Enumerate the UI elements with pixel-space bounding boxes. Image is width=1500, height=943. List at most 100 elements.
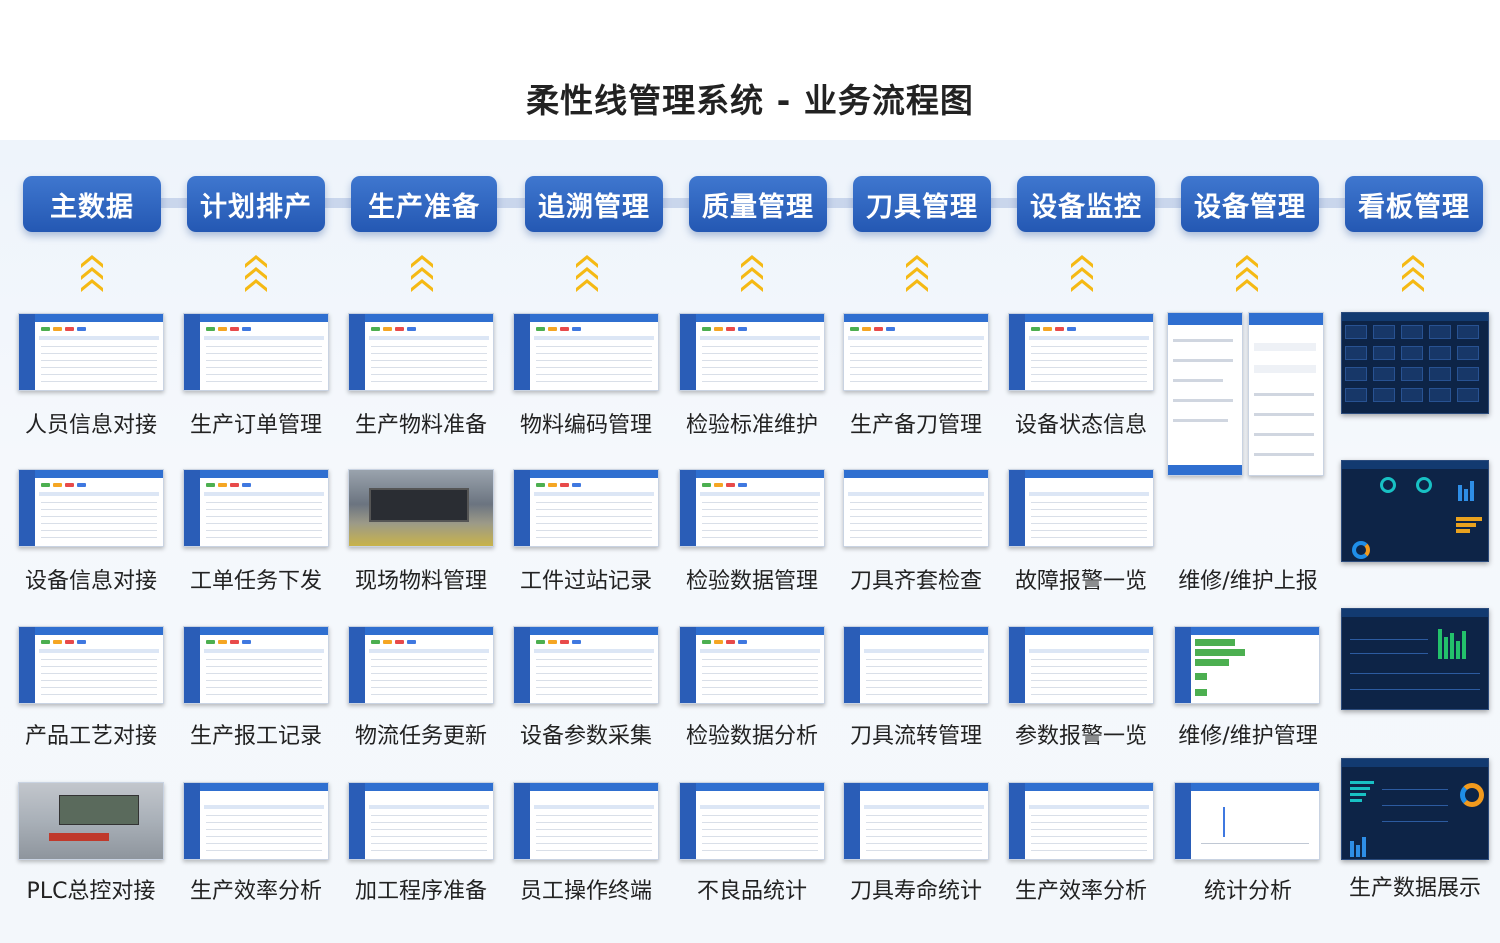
dashboard-cell: [1401, 388, 1423, 402]
dashboard-cell: [1373, 367, 1395, 381]
up-chevron-icon: [1402, 255, 1424, 292]
dashboard-cell: [1429, 346, 1451, 360]
function-caption: 参数报警一览: [1014, 724, 1147, 749]
screenshot-thumbnail: [513, 626, 659, 704]
dashboard-cell: [1401, 367, 1423, 381]
screenshot-thumbnail: [18, 469, 164, 547]
function-caption: 工件过站记录: [519, 569, 652, 594]
function-caption: 设备状态信息: [1014, 413, 1147, 438]
screenshot-thumbnail: [348, 782, 494, 860]
function-caption: 物料编码管理: [519, 413, 652, 438]
dashboard-cell: [1429, 325, 1451, 339]
function-caption: 员工操作终端: [519, 879, 652, 904]
dashboard-screenshot-2: [1341, 460, 1489, 562]
screenshot-thumbnail: [183, 469, 329, 547]
module-quality[interactable]: 质量管理: [689, 176, 827, 232]
dashboard-cell: [1401, 346, 1423, 360]
up-chevron-icon: [741, 255, 763, 292]
function-caption: 现场物料管理: [354, 569, 487, 594]
screenshot-thumbnail: [843, 626, 989, 704]
dashboard-screenshot-4: [1341, 758, 1489, 860]
up-chevron-icon: [1236, 255, 1258, 292]
screenshot-thumbnail: [843, 469, 989, 547]
function-caption: 维修/维护管理: [1178, 724, 1318, 749]
mobile-screenshot-detail: [1248, 312, 1324, 476]
dashboard-cell: [1373, 325, 1395, 339]
function-caption: 刀具寿命统计: [849, 879, 982, 904]
function-caption: 统计分析: [1203, 879, 1292, 904]
screenshot-thumbnail: [513, 313, 659, 391]
function-caption: 生产物料准备: [354, 413, 487, 438]
screenshot-thumbnail: [18, 626, 164, 704]
module-traceability[interactable]: 追溯管理: [525, 176, 663, 232]
dashboard-cell: [1429, 367, 1451, 381]
screenshot-thumbnail: [1008, 626, 1154, 704]
screenshot-thumbnail: [348, 626, 494, 704]
module-equipment-mgmt[interactable]: 设备管理: [1181, 176, 1319, 232]
module-tool[interactable]: 刀具管理: [853, 176, 991, 232]
up-chevron-icon: [81, 255, 103, 292]
function-caption: 不良品统计: [696, 879, 807, 904]
screenshot-stat-analysis: [1174, 782, 1320, 860]
function-caption: 设备信息对接: [24, 569, 157, 594]
function-caption: 生产报工记录: [189, 724, 322, 749]
plc-photo: [18, 782, 164, 860]
function-caption: 工单任务下发: [189, 569, 322, 594]
screenshot-thumbnail: [679, 469, 825, 547]
function-caption: 人员信息对接: [24, 413, 157, 438]
function-caption: 产品工艺对接: [24, 724, 157, 749]
function-caption: 生产数据展示: [1348, 876, 1481, 901]
module-dashboard[interactable]: 看板管理: [1345, 176, 1483, 232]
dashboard-cell: [1345, 367, 1367, 381]
dashboard-cell: [1373, 346, 1395, 360]
module-master-data[interactable]: 主数据: [23, 176, 161, 232]
function-caption: 维修/维护上报: [1178, 569, 1318, 594]
dashboard-cell: [1457, 346, 1479, 360]
screenshot-thumbnail: [843, 313, 989, 391]
module-production-prep[interactable]: 生产准备: [351, 176, 497, 232]
screenshot-thumbnail: [183, 313, 329, 391]
function-caption: 生产备刀管理: [849, 413, 982, 438]
function-caption: 检验数据分析: [685, 724, 818, 749]
dashboard-cell: [1345, 346, 1367, 360]
up-chevron-icon: [411, 255, 433, 292]
dashboard-cell: [1401, 325, 1423, 339]
dashboard-cell: [1345, 388, 1367, 402]
screenshot-thumbnail: [1008, 313, 1154, 391]
function-caption: PLC总控对接: [26, 879, 156, 904]
screenshot-thumbnail: [679, 626, 825, 704]
screenshot-thumbnail: [513, 469, 659, 547]
screenshot-thumbnail: [843, 782, 989, 860]
screenshot-thumbnail: [513, 782, 659, 860]
function-caption: 刀具齐套检查: [849, 569, 982, 594]
up-chevron-icon: [576, 255, 598, 292]
module-planning[interactable]: 计划排产: [187, 176, 325, 232]
function-caption: 加工程序准备: [354, 879, 487, 904]
function-caption: 生产效率分析: [1014, 879, 1147, 904]
function-caption: 检验标准维护: [685, 413, 818, 438]
function-caption: 故障报警一览: [1014, 569, 1147, 594]
dashboard-screenshot-3: [1341, 608, 1489, 710]
dashboard-cell: [1345, 325, 1367, 339]
module-equipment-monitor[interactable]: 设备监控: [1017, 176, 1155, 232]
up-chevron-icon: [1071, 255, 1093, 292]
screenshot-thumbnail: [679, 313, 825, 391]
screenshot-thumbnail: [183, 782, 329, 860]
up-chevron-icon: [245, 255, 267, 292]
screenshot-maintenance-mgmt: [1174, 626, 1320, 704]
up-chevron-icon: [906, 255, 928, 292]
agv-photo: [348, 469, 494, 547]
dashboard-cell: [1457, 388, 1479, 402]
screenshot-thumbnail: [679, 782, 825, 860]
page-title: 柔性线管理系统 - 业务流程图: [526, 81, 974, 120]
dashboard-cell: [1457, 367, 1479, 381]
screenshot-thumbnail: [183, 626, 329, 704]
function-caption: 生产效率分析: [189, 879, 322, 904]
screenshot-thumbnail: [348, 313, 494, 391]
function-caption: 生产订单管理: [189, 413, 322, 438]
dashboard-screenshot-1: [1341, 312, 1489, 414]
function-caption: 检验数据管理: [685, 569, 818, 594]
dashboard-cell: [1373, 388, 1395, 402]
screenshot-thumbnail: [18, 313, 164, 391]
dashboard-cell: [1457, 325, 1479, 339]
